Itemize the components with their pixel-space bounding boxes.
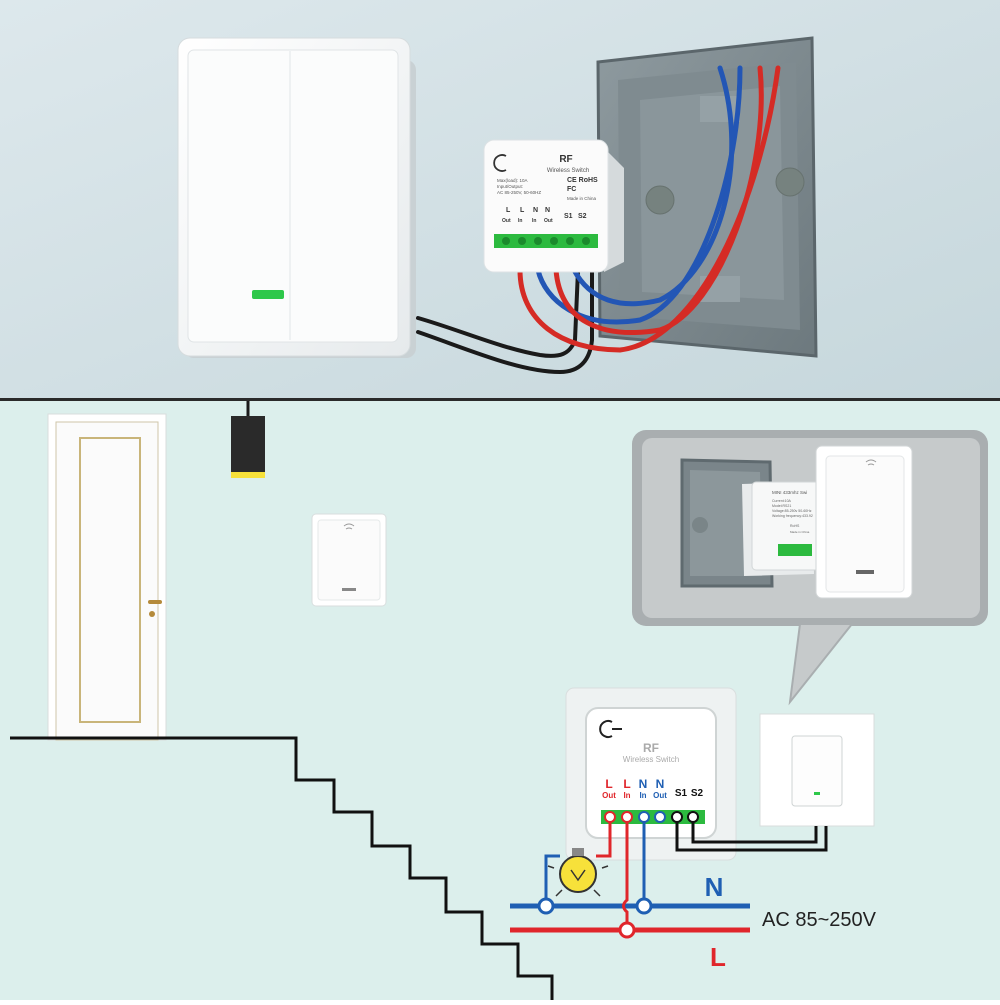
top-module-spec1: Max(load): 10A [497,178,528,183]
inset-module-line4: Working frequency:433.92 [772,514,813,518]
inset-module-title: MINI 433mhz Swi [772,490,807,495]
inset-module-mark: RoHS [790,524,800,528]
led-indicator [252,290,284,299]
module-logo-icon [493,154,507,172]
diagram-wall-switch [759,713,875,827]
svg-text:S2: S2 [578,213,587,220]
top-module-made-in: Made in China [567,196,597,201]
door [47,413,167,741]
svg-text:N: N [545,207,550,214]
top-terminal-block [494,234,598,248]
switch-led [814,792,820,795]
inset-terminal-block [778,544,812,556]
terminal-l-in-label: L [623,777,630,791]
svg-text:In: In [532,218,536,224]
wifi-icon [343,523,355,530]
ceiling-lamp [231,401,265,478]
top-wires [416,65,781,375]
top-photo-section: RF Wireless Switch CE RoHS FC Made in Ch… [0,0,1000,398]
diagram-rf-module: RF Wireless Switch L Out L In N In N Out… [585,707,717,839]
wiring-diagram: MINI 433mhz Swi Current:10A Model:RS21 V… [0,401,1000,1000]
top-photo-illustration: RF Wireless Switch CE RoHS FC Made in Ch… [0,0,1000,398]
diagram-module-subtitle: Wireless Switch [623,755,679,764]
live-label: L [710,942,726,972]
terminal-s1-label: S1 [675,788,688,799]
wall-junction-box [596,36,818,358]
staircase [10,736,554,1000]
diagram-module-brand: RF [643,741,659,755]
section-divider [0,398,1000,401]
terminal-s2-label: S2 [691,788,704,799]
callout-pointer [788,623,855,706]
light-bulb-icon [547,848,609,897]
door-handle [148,600,162,604]
svg-text:N: N [533,207,538,214]
svg-text:In: In [623,791,630,800]
top-module-cert: CE RoHS [567,177,598,184]
svg-text:Out: Out [502,218,511,224]
inset-module-made: Made in China [790,530,810,534]
svg-text:Out: Out [602,791,616,800]
svg-text:In: In [518,218,522,224]
inset-wifi-icon [865,459,877,466]
svg-text:S1: S1 [564,213,573,220]
svg-text:L: L [520,207,525,214]
inset-module-line2: Model:RS21 [772,504,791,508]
bottom-diagram-section: MINI 433mhz Swi Current:10A Model:RS21 V… [0,401,1000,1000]
svg-text:Out: Out [653,791,667,800]
inset-photo: MINI 433mhz Swi Current:10A Model:RS21 V… [632,430,988,626]
top-module-terminal-labels: L Out L In N In N Out S1 S2 [502,207,587,224]
voltage-label: AC 85~250V [762,909,877,931]
terminal-n-in-label: N [639,777,648,791]
diagram-module-logo-icon [599,720,622,738]
top-module-spec2: Input/Output: [497,184,523,189]
inset-module-line3: Voltage:85-250v 50-60Hz [772,509,812,513]
wall-switch-plate [177,37,416,358]
top-module-subtitle: Wireless Switch [547,168,589,174]
terminal-n-out-label: N [656,777,665,791]
terminal-l-out-label: L [605,777,612,791]
top-module-spec3: AC 85-250V, 50-60HZ [497,190,541,195]
svg-text:L: L [506,207,511,214]
signal-wires [675,822,828,852]
top-module-fc: FC [567,186,576,193]
top-rf-module: RF Wireless Switch CE RoHS FC Made in Ch… [483,139,624,273]
svg-text:Out: Out [544,218,553,224]
neutral-label: N [705,872,724,902]
top-module-brand: RF [559,154,572,165]
wall-remote-switch [311,513,387,607]
inset-module-line1: Current:10A [772,499,792,503]
svg-text:In: In [639,791,646,800]
